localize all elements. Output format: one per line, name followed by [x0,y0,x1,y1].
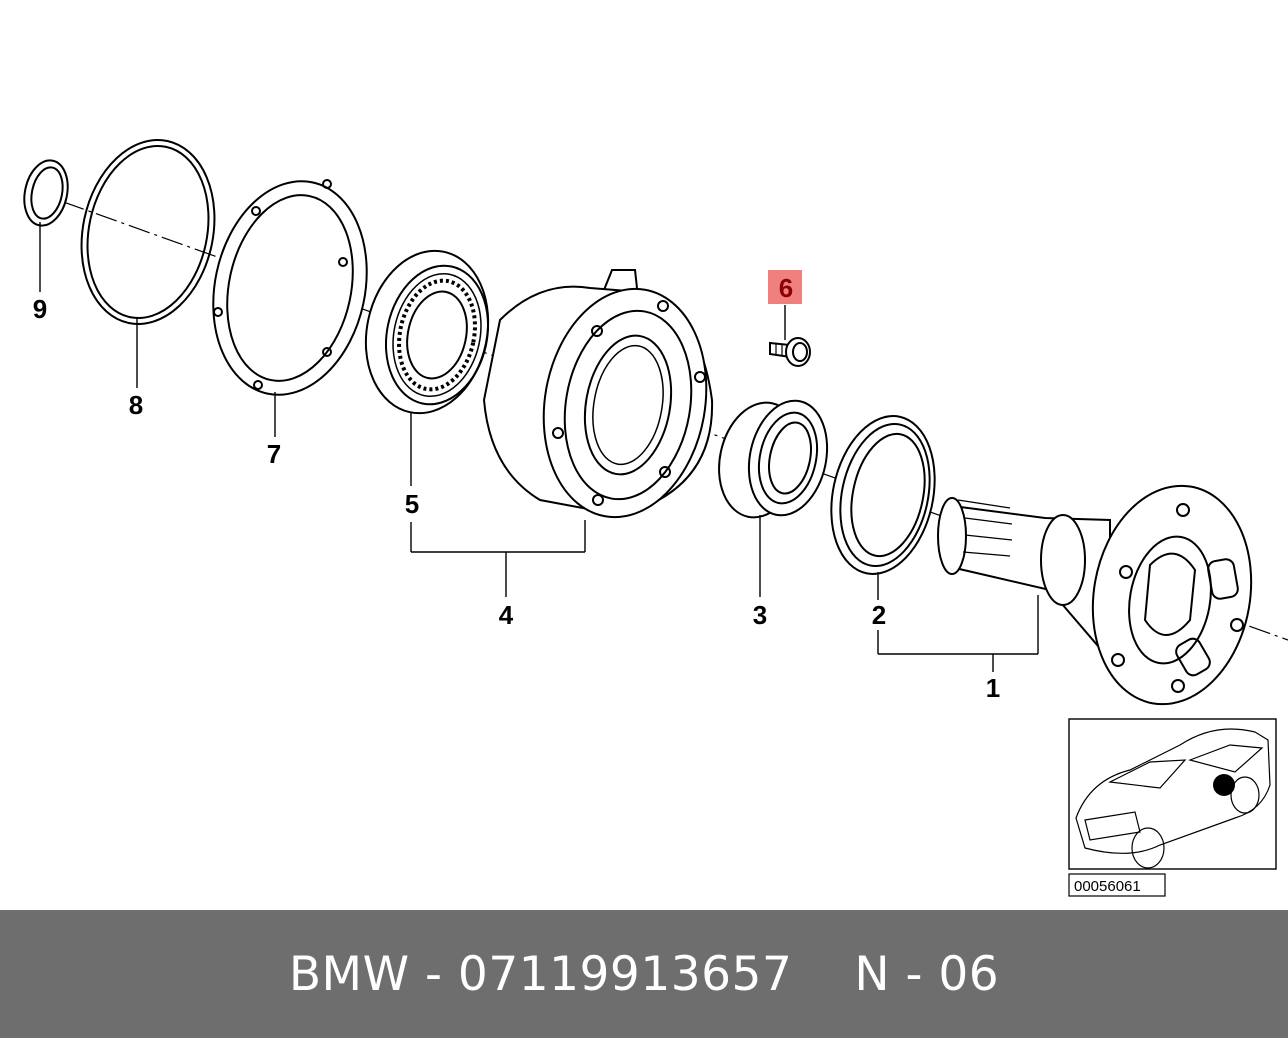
reference-code: 00056061 [1074,878,1141,895]
part-7-gasket[interactable] [194,167,386,409]
part-3-shaft-seal[interactable] [709,393,837,525]
exploded-parts-diagram: 9 8 7 5 4 3 6 2 1 00056061 [19,128,1288,897]
callout-2[interactable]: 2 [872,600,886,630]
part-number-text: BMW - 07119913657 [288,946,793,1002]
leader-lines [39,222,1039,672]
location-marker [1213,774,1235,796]
callout-6-highlight [768,270,802,304]
part-6-bolt[interactable] [769,337,811,367]
part-number-footer: BMW - 07119913657 N - 06 [0,910,1288,1038]
part-5-roller-bearing[interactable] [351,239,502,424]
callout-5[interactable]: 5 [405,489,419,519]
car-location-inset [1068,718,1277,870]
callout-3[interactable]: 3 [753,600,767,630]
callout-6[interactable]: 6 [779,273,793,303]
part-1-output-flange[interactable] [937,473,1268,717]
diagram-position-text: N - 06 [854,946,1000,1002]
reference-code-box [1068,873,1166,897]
part-4-housing[interactable] [482,269,724,530]
callout-4[interactable]: 4 [499,600,514,630]
callout-1[interactable]: 1 [986,673,1000,703]
part-9-circlip[interactable] [19,156,74,229]
part-2-ring-seal[interactable] [817,406,948,583]
callout-7[interactable]: 7 [267,439,281,469]
part-8-o-ring[interactable] [65,128,231,337]
callout-8[interactable]: 8 [129,390,143,420]
callout-9[interactable]: 9 [33,294,47,324]
